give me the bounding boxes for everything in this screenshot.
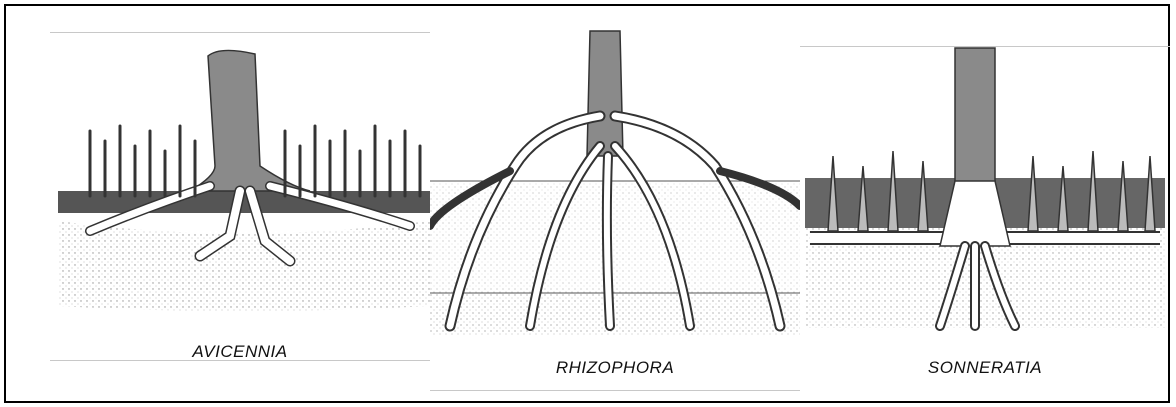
soil-area: [58, 221, 430, 311]
trunk: [190, 50, 310, 191]
avicennia-illustration: [50, 6, 430, 356]
caption-avicennia: AVICENNIA: [50, 342, 430, 362]
caption-rhizophora: RHIZOPHORA: [430, 358, 800, 378]
figure-frame: AVICENNIA: [4, 4, 1170, 403]
caption-sonneratia: SONNERATIA: [800, 358, 1170, 378]
panel-sonneratia: SONNERATIA: [800, 6, 1170, 401]
trunk: [587, 31, 623, 156]
trunk: [955, 48, 995, 183]
soil-area: [430, 181, 800, 291]
rhizophora-illustration: [430, 6, 800, 351]
panel-avicennia: AVICENNIA: [50, 6, 430, 401]
deep-soil: [430, 291, 800, 336]
sonneratia-illustration: [800, 6, 1170, 351]
bottom-rule: [430, 390, 800, 391]
panel-rhizophora: RHIZOPHORA: [430, 6, 800, 401]
